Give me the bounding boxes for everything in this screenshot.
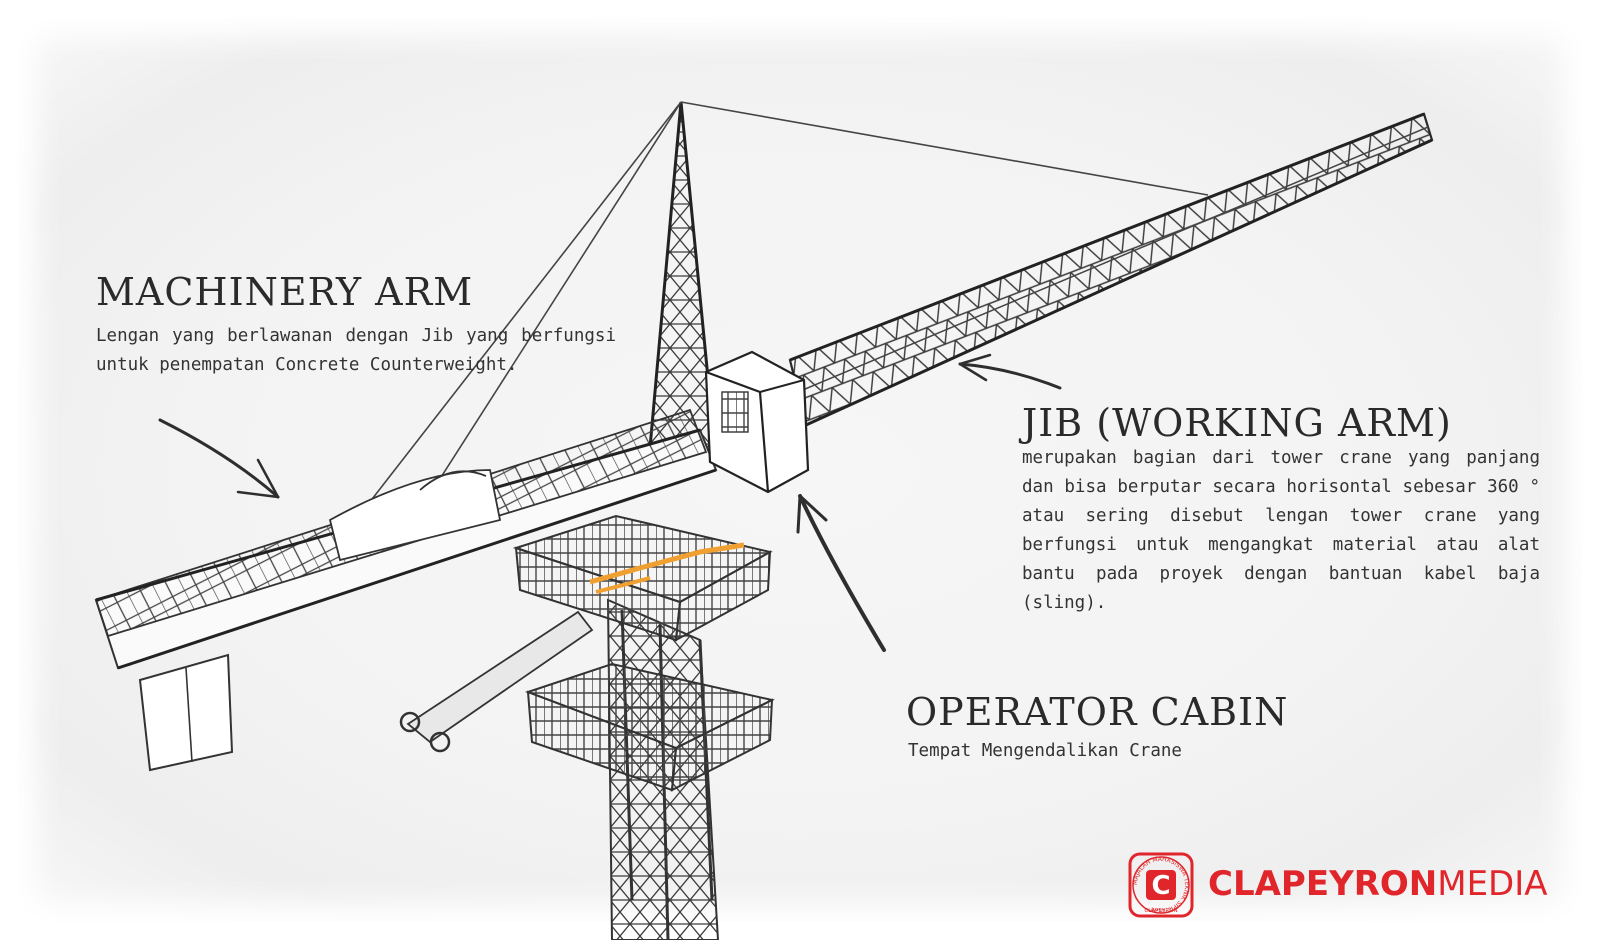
emblem-bottom-text: CLAPEYRON bbox=[1144, 908, 1177, 914]
pendant-cables bbox=[361, 101, 1209, 513]
operator-cabin-drawing bbox=[704, 350, 810, 494]
access-ladder bbox=[399, 610, 594, 753]
jib-pointer bbox=[958, 362, 1062, 390]
clapeyron-media-logo: MAJALAH MAHASISWA TEKNIK SIPIL UGM C CLA… bbox=[1128, 852, 1568, 918]
brand-light-text: MEDIA bbox=[1437, 864, 1548, 904]
operator-cabin-title: OPERATOR CABIN bbox=[906, 690, 1289, 734]
operator-cabin-pointer bbox=[798, 494, 886, 652]
machinery-arm-pointer bbox=[158, 418, 280, 499]
emblem-letter: C bbox=[1151, 871, 1170, 901]
pointer-arrows bbox=[158, 353, 1062, 652]
jib-description: merupakan bagian dari tower crane yang p… bbox=[1022, 448, 1540, 613]
machinery-arm-description: Lengan yang berlawanan dengan Jib yang b… bbox=[96, 326, 616, 375]
machinery-arm bbox=[94, 408, 718, 772]
brand-bold-text: CLAPEYRON bbox=[1208, 864, 1438, 904]
machinery-arm-title: MACHINERY ARM bbox=[96, 270, 474, 314]
jib-title: JIB (WORKING ARM) bbox=[1022, 401, 1452, 445]
upper-platform bbox=[512, 514, 773, 642]
operator-cabin-description: Tempat Mengendalikan Crane bbox=[908, 741, 1182, 761]
brand-wordmark: CLAPEYRONMEDIA bbox=[1208, 864, 1548, 904]
jib-truss bbox=[788, 112, 1434, 427]
lower-platform bbox=[525, 662, 775, 792]
clapeyron-emblem-icon: MAJALAH MAHASISWA TEKNIK SIPIL UGM C CLA… bbox=[1128, 852, 1194, 918]
